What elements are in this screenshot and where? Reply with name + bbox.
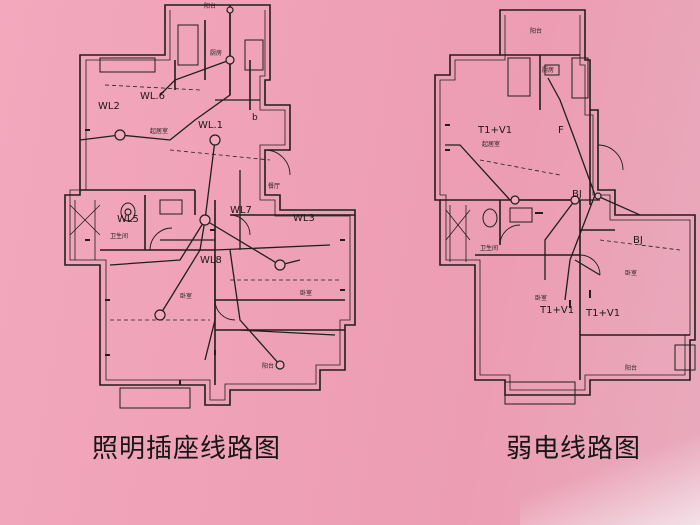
circuit-label: WL3 <box>293 213 315 224</box>
right-floor-plan <box>434 9 696 405</box>
room-label: 阳台 <box>262 362 274 370</box>
paper-corner-highlight <box>520 435 700 525</box>
room-label: 阳台 <box>530 27 542 35</box>
room-label: 餐厅 <box>268 182 280 190</box>
room-label: 阳台 <box>625 364 637 372</box>
signal-label: F <box>558 125 564 136</box>
signal-label: T1+V1 <box>585 308 620 319</box>
weak-current-wiring-caption: 弱电线路图 <box>506 434 642 464</box>
signal-label: T1+V1 <box>477 125 512 136</box>
signal-label: BJ <box>572 189 582 200</box>
circuit-label: WL.1 <box>198 120 223 131</box>
room-label: 阳台 <box>204 2 216 10</box>
circuit-label: WL2 <box>98 101 120 112</box>
lighting-socket-wiring-caption: 照明插座线路图 <box>92 434 282 464</box>
left-outer-wall <box>64 4 356 406</box>
circuit-label: WL7 <box>230 205 252 216</box>
room-label: 卧室 <box>180 292 192 300</box>
room-label: 卧室 <box>625 269 637 277</box>
left-wiring <box>79 10 336 366</box>
signal-label: T1+V1 <box>539 305 574 316</box>
room-label: 起居室 <box>150 127 168 135</box>
left-floor-plan <box>64 4 356 409</box>
room-label: 厨房 <box>542 66 554 74</box>
room-label: 卫生间 <box>480 244 498 252</box>
room-label: 起居室 <box>482 140 500 148</box>
signal-label: BJ <box>633 235 643 246</box>
right-outer-wall <box>434 9 696 396</box>
right-plan-labels: T1+V1 F BJ BJ T1+V1 T1+V1 起居室 卧室 卧室 卫生间 … <box>477 27 643 372</box>
left-plan-labels: WL.6 WL2 WL.1 WL5 WL7 WL3 WL8 起居室 卧室 卧室 … <box>98 2 315 370</box>
room-label: 厨房 <box>210 49 222 57</box>
room-label: 卫生间 <box>110 232 128 240</box>
room-label: 卧室 <box>535 294 547 302</box>
circuit-label: WL8 <box>200 255 222 266</box>
circuit-label: WL.6 <box>140 91 165 102</box>
room-label: 卧室 <box>300 289 312 297</box>
right-wiring <box>445 77 641 301</box>
circuit-label: WL5 <box>117 214 139 225</box>
svg-text:b: b <box>252 113 258 123</box>
